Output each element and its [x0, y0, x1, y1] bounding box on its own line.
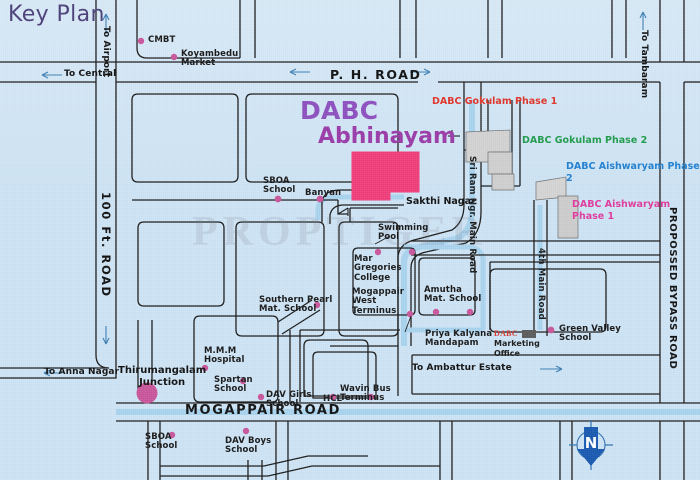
label-dabc-aishwaryam-phase-1: DABC Aishwaryam Phase 1 — [572, 199, 671, 222]
project-name-line1: DABC — [300, 96, 379, 125]
landmark-sboa-school-south: SBOA School — [145, 432, 178, 452]
direction-to-central: To Central — [64, 69, 117, 79]
landmark-mmm-hospital: M.M.M Hospital — [204, 346, 245, 366]
landmark-dav-boys-school: DAV Boys School — [225, 436, 272, 456]
marketing-office-line1: Marketing — [494, 338, 540, 348]
landmark-amutha-mat-school: Amutha Mat. School — [424, 285, 482, 305]
direction-to-ambattur-estate: To Ambattur Estate — [412, 363, 512, 373]
landmark-spartan-school: Spartan School — [214, 375, 253, 395]
project-name-line2: Abhinayam — [318, 124, 456, 149]
landmark-wavin-bus-terminus: Wavin Bus Terminus — [340, 384, 391, 404]
project-plot-label: Sakthi Nagar — [406, 196, 476, 207]
compass-label-n: N — [585, 434, 598, 452]
label-dabc-gokulam-phase-1: DABC Gokulam Phase 1 — [432, 96, 558, 107]
marketing-office-brand: DABC — [494, 329, 518, 338]
landmark-green-valley-school: Green Valley School — [559, 324, 621, 344]
label-dabc-gokulam-phase-2: DABC Gokulam Phase 2 — [522, 135, 648, 146]
road-label-mogappair-road: MOGAPPAIR ROAD — [185, 403, 341, 418]
junction-line1: Thirumangalam — [118, 365, 207, 376]
landmark-dav-girls-school: DAV Girls School — [266, 390, 312, 410]
page-title: Key Plan — [8, 2, 105, 27]
compass-arrow — [577, 427, 605, 466]
road-label-100ft-road: 100 Ft. ROAD — [99, 192, 113, 298]
landmark-hcl: HCL — [323, 394, 343, 404]
road-label-proposed-bypass-road: PROPOSSED BYPASS ROAD — [667, 207, 678, 370]
road-label-4th-main-road: 4th Main Road — [536, 248, 546, 320]
marketing-office-line2: Office — [494, 348, 520, 358]
landmark-mar-gregories-college: Mar Gregories College — [354, 254, 402, 283]
road-label-sriram-ngr-main-road: Sri Ram Ngr. Main Road — [467, 156, 477, 274]
direction-to-anna-nagar: To Anna Nagar — [44, 367, 120, 377]
landmark-mogappair-west-terminus: Mogappair West Terminus — [352, 287, 405, 316]
thirumangalam-junction-label: Thirumangalam Junction — [118, 365, 206, 388]
dabc-marketing-office-label: DABC Marketing Office — [494, 329, 540, 358]
landmark-southern-pearl-mat-school: Southern Pearl Mat. School — [259, 295, 333, 315]
junction-line2: Junction — [139, 376, 186, 388]
compass-rose: N — [567, 418, 615, 472]
landmark-banyan: Banyan — [305, 188, 342, 198]
road-label-ph-road: P. H. ROAD — [330, 67, 422, 82]
label-dabc-aishwaryam-phase-2: DABC Aishwaryam Phase 2 — [566, 161, 700, 184]
landmark-sboa-school-north: SBOA School — [263, 176, 296, 196]
direction-to-tambaram: To Tambaram — [639, 30, 649, 99]
landmark-koyambedu-market: Koyambedu Market — [181, 49, 239, 69]
landmark-swimming-pool: Swimming Pool — [378, 223, 429, 243]
landmark-cmbt: CMBT — [148, 35, 176, 45]
project-plot-abhinayam — [351, 151, 420, 201]
landmark-priya-kalyana-mandapam: Priya Kalyana Mandapam — [425, 329, 493, 349]
